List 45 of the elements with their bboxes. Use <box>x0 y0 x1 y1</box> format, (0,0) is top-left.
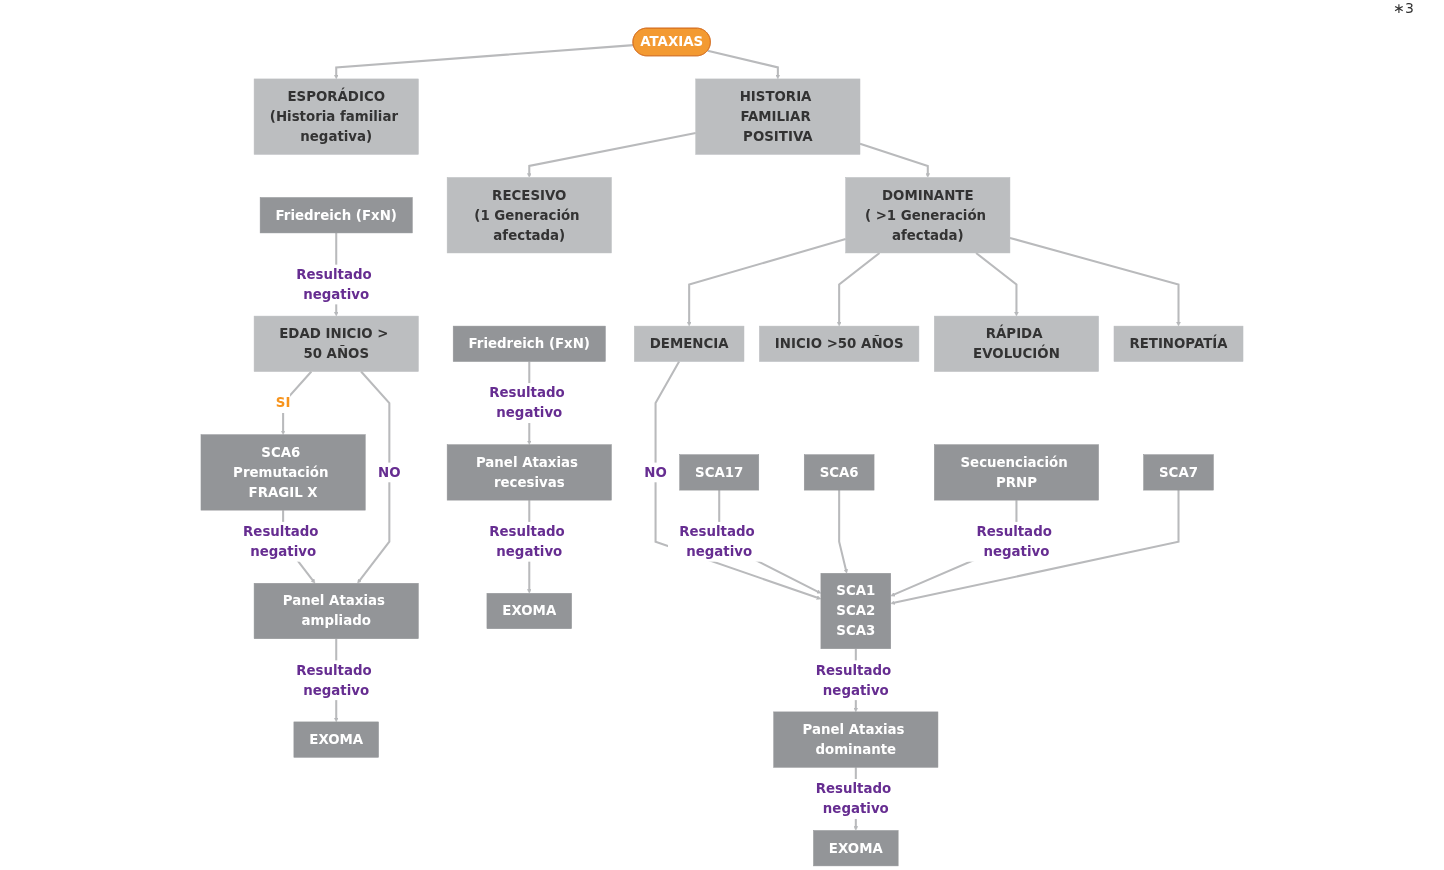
node-box: SCA7 <box>1143 454 1214 491</box>
node-box: Secuenciación PRNP <box>934 444 1099 501</box>
node-box: RETINOPATÍA <box>1113 325 1244 362</box>
edge-label: NO <box>644 464 667 480</box>
node-box: EDAD INICIO > 50 AÑOS <box>253 315 419 372</box>
edge-label: Resultado negativo <box>815 662 892 698</box>
node-box: RÁPIDA EVOLUCIÓN <box>934 315 1099 372</box>
node-box: SCA1 SCA2 SCA3 <box>820 573 891 649</box>
arrow <box>707 49 781 80</box>
node-box: RECESIVO (1 Generación afectada) <box>446 177 612 254</box>
node-box: DEMENCIA <box>634 325 745 362</box>
arrow <box>686 238 846 327</box>
node-box: Panel Ataxias recesivas <box>446 444 612 501</box>
node-box: INICIO >50 AÑOS <box>759 325 920 362</box>
edge-label: Resultado negativo <box>489 523 565 560</box>
node-box: ESPORÁDICO (Historia familiar negativa) <box>253 78 419 155</box>
node-box: EXOMA <box>293 721 379 758</box>
arrow <box>527 131 696 178</box>
node-box: SCA17 <box>679 454 760 491</box>
node-box: EXOMA <box>813 830 899 867</box>
footnote-mark: ∗3 <box>1393 0 1414 16</box>
node-box: SCA6 Premutación FRAGIL X <box>200 434 366 511</box>
arrow <box>333 44 634 80</box>
node-box: DOMINANTE ( >1 Generación afectada) <box>845 177 1011 254</box>
edge-label: Resultado negativo <box>296 266 372 302</box>
node-box: SCA6 <box>804 454 875 491</box>
arrow <box>1009 236 1181 327</box>
edge-label: NO <box>378 464 401 480</box>
arrow <box>859 142 931 178</box>
node-box: Friedreich (FxN) <box>259 197 413 234</box>
edge-label: Resultado negativo <box>296 662 372 698</box>
node-box: Panel Ataxias ampliado <box>253 583 419 639</box>
node-box: Panel Ataxias dominante <box>773 711 939 768</box>
edge-label: SI <box>275 395 291 411</box>
arrow <box>836 252 881 327</box>
arrow <box>357 370 391 584</box>
edge-label: Resultado negativo <box>679 523 755 560</box>
arrow <box>975 252 1019 317</box>
node-box: HISTORIA FAMILIAR POSITIVA <box>695 78 861 155</box>
node-box: Friedreich (FxN) <box>452 325 606 362</box>
arrow <box>838 490 848 574</box>
edge-label: Resultado negativo <box>489 385 565 421</box>
edge-label: Resultado negativo <box>976 523 1052 560</box>
edge-label: Resultado negativo <box>243 523 319 560</box>
node-box: EXOMA <box>486 593 572 629</box>
